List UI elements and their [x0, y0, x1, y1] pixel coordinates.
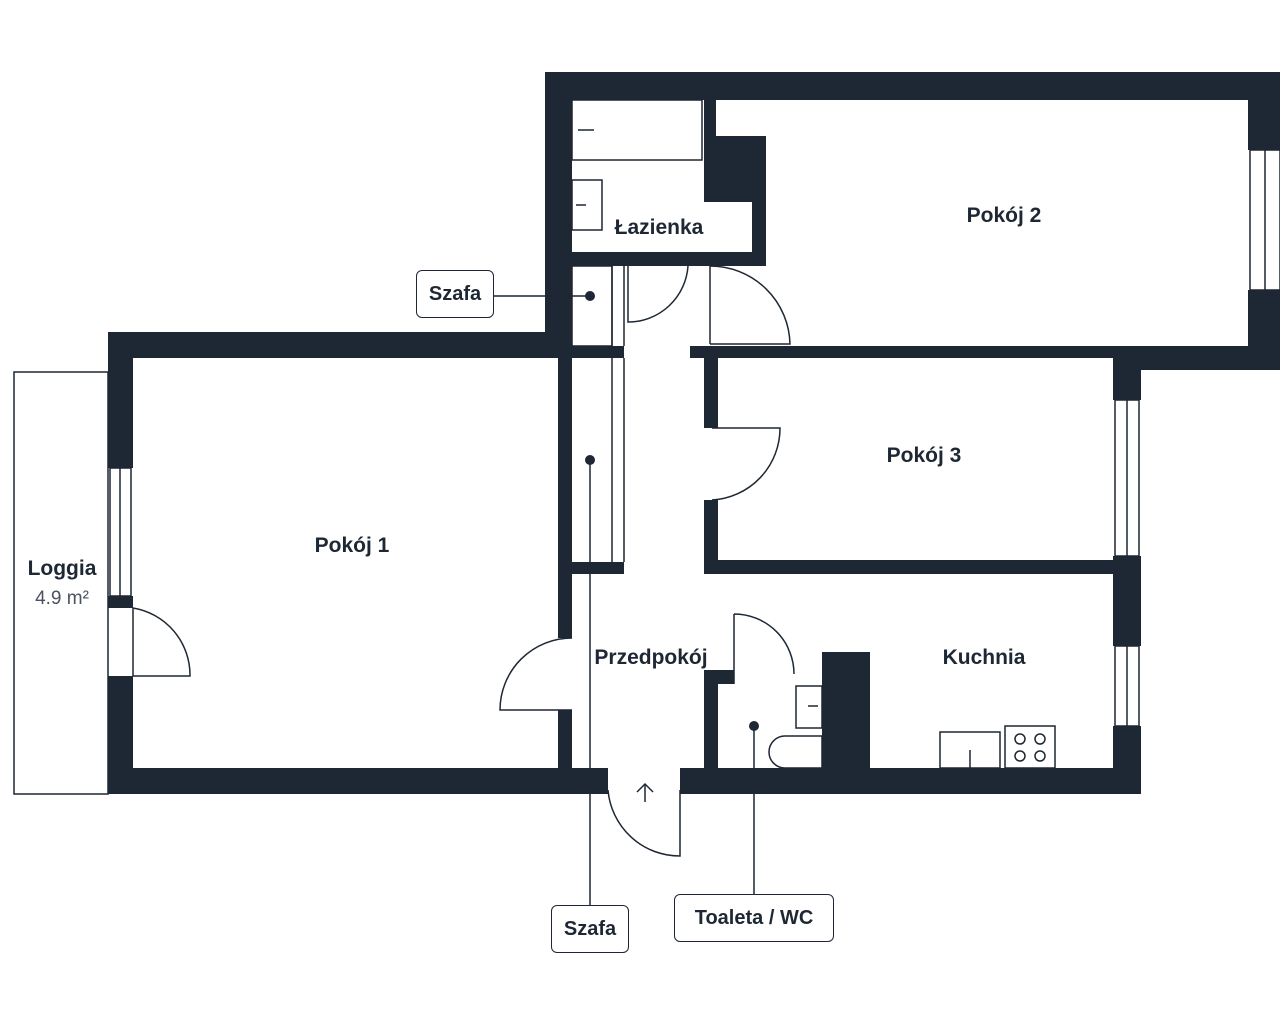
entrance-arrow-icon	[636, 782, 654, 802]
room-label-pokoj2: Pokój 2	[967, 204, 1042, 227]
interior-walls	[558, 100, 1280, 780]
room-label-loggia: Loggia	[28, 557, 97, 580]
loggia-area: 4.9 m²	[35, 588, 89, 609]
leader-lines	[494, 291, 759, 906]
tag-toaleta-wc: Toaleta / WC	[674, 894, 834, 942]
toilet-icon	[768, 685, 823, 769]
bathtub-icon	[571, 99, 703, 161]
room-label-pokoj3: Pokój 3	[887, 444, 962, 467]
kitchen-sink-icon	[939, 731, 1001, 769]
room-label-przedpokoj: Przedpokój	[594, 646, 707, 669]
tag-szafa-bottom: Szafa	[551, 905, 629, 953]
wardrobes	[571, 262, 625, 562]
doors	[132, 265, 795, 857]
sink-icon	[571, 179, 603, 231]
exterior-walls	[108, 72, 1280, 794]
tag-szafa-top: Szafa	[416, 270, 494, 318]
stove-icon	[1004, 725, 1056, 769]
room-label-kuchnia: Kuchnia	[943, 646, 1026, 669]
windows	[109, 149, 1280, 727]
room-label-lazienka: Łazienka	[615, 216, 704, 239]
room-label-pokoj1: Pokój 1	[315, 534, 390, 557]
loggia-outline	[13, 371, 109, 795]
